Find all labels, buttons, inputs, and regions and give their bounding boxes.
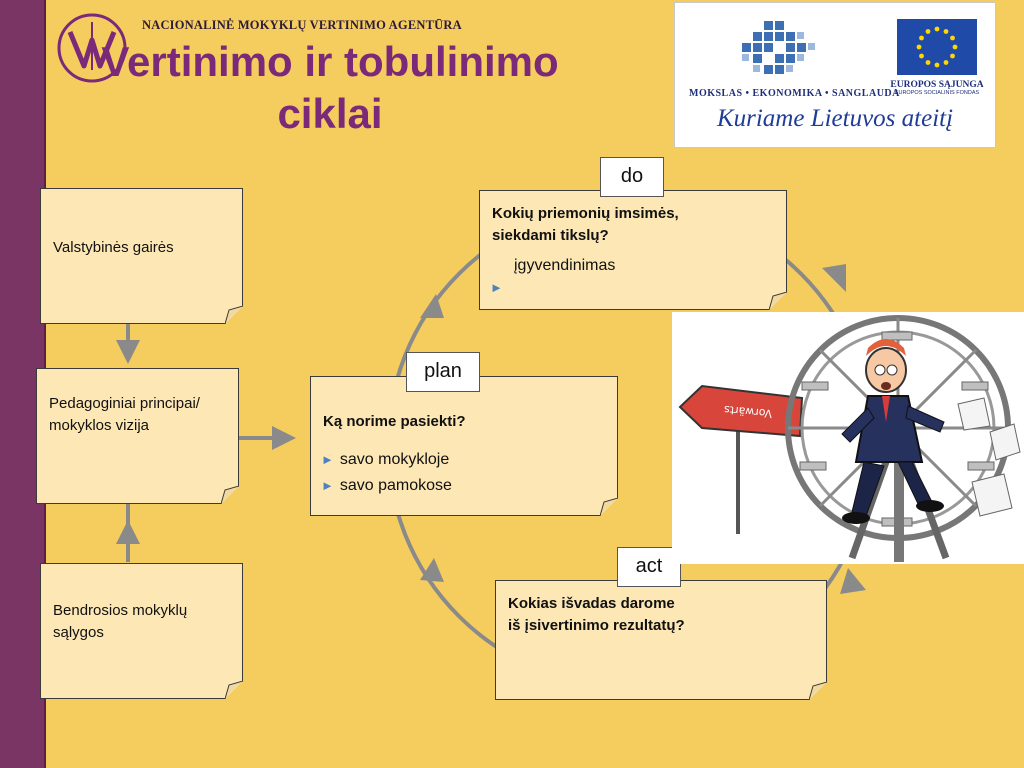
note-act: Kokias išvadas darome iš įsivertinimo re… <box>495 580 827 700</box>
label-act: act <box>617 547 681 587</box>
note-pedagogical-principles: Pedagoginiai principai/ mokyklos vizija <box>36 368 239 504</box>
agency-logo-icon <box>57 13 127 83</box>
cycle-arrow-top-left <box>420 294 444 318</box>
do-bullet-icon: ► <box>490 280 503 295</box>
page-fold-icon <box>221 486 239 504</box>
eu-flag-block: EUROPOS SĄJUNGA EUROPOS SOCIALINIS FONDA… <box>889 19 985 96</box>
sign-text: Vorwärts <box>723 403 772 420</box>
eu-sub-label: EUROPOS SOCIALINIS FONDAS <box>894 90 980 96</box>
do-question-line-1: Kokių priemonių imsimės, <box>492 205 679 222</box>
hamster-wheel-cartoon: Vorwärts <box>672 312 1024 564</box>
note-do: Kokių priemonių imsimės, siekdami tikslų… <box>479 190 787 310</box>
eu-label: EUROPOS SĄJUNGA <box>890 80 984 90</box>
esf-left-logo: MOKSLAS • EKONOMIKA • SANGLAUDA <box>689 19 900 99</box>
cycle-arrow-right <box>840 568 866 594</box>
esf-banner: MOKSLAS • EKONOMIKA • SANGLAUDA EUROPOS … <box>674 2 996 148</box>
esf-caption: MOKSLAS • EKONOMIKA • SANGLAUDA <box>689 88 900 99</box>
page-title: Vertinimo ir tobulinimo ciklai <box>60 36 600 140</box>
plan-question: Ką norime pasiekti? <box>323 413 466 430</box>
title-line-2: ciklai <box>277 90 383 137</box>
do-question-line-2: siekdami tikslų? <box>492 227 609 244</box>
esf-slogan: Kuriame Lietuvos ateitį <box>716 105 954 132</box>
do-question: Kokių priemonių imsimės, siekdami tikslų… <box>492 203 772 247</box>
page-fold-icon <box>225 306 243 324</box>
note-pedagogical-principles-text: Pedagoginiai principai/ mokyklos vizija <box>49 395 200 434</box>
page-fold-icon <box>225 681 243 699</box>
act-question-line-2: iš įsivertinimo rezultatų? <box>508 617 685 634</box>
page-fold-icon <box>809 682 827 700</box>
pixel-grid-logo-icon <box>742 21 815 74</box>
note-state-guidelines-text: Valstybinės gairės <box>53 239 174 256</box>
eu-flag-icon <box>897 19 977 75</box>
agency-name: NACIONALINĖ MOKYKLŲ VERTINIMO AGENTŪRA <box>142 18 462 32</box>
hamster-wheel-illustration-icon: Vorwärts <box>678 315 1021 562</box>
connector-bottom-arrow <box>116 520 140 544</box>
page-fold-icon <box>769 292 787 310</box>
bullet-triangle-icon: ► <box>321 478 334 493</box>
note-plan: Ką norime pasiekti? ► savo mokykloje ► sav… <box>310 376 618 516</box>
cycle-arrow-bottom-left <box>420 558 444 582</box>
plan-bullet-2: ► savo pamokose <box>321 475 452 497</box>
connector-to-plan-arrow <box>272 426 296 450</box>
connector-top-arrow <box>116 340 140 364</box>
plan-bullet-1: ► savo mokykloje <box>321 449 449 471</box>
act-question: Kokias išvadas darome iš įsivertinimo re… <box>508 593 812 637</box>
label-do: do <box>600 157 664 197</box>
label-plan: plan <box>406 352 480 392</box>
title-line-1: Vertinimo ir tobulinimo <box>101 38 559 85</box>
bullet-triangle-icon: ► <box>321 452 334 467</box>
note-general-conditions: Bendrosios mokyklų sąlygos <box>40 563 243 699</box>
do-sub-text: įgyvendinimas <box>514 257 616 274</box>
note-state-guidelines: Valstybinės gairės <box>40 188 243 324</box>
plan-bullet-1-text: savo mokykloje <box>339 451 450 468</box>
note-general-conditions-text: Bendrosios mokyklų sąlygos <box>53 602 188 641</box>
act-question-line-1: Kokias išvadas darome <box>508 595 675 612</box>
page-fold-icon <box>600 498 618 516</box>
plan-bullet-2-text: savo pamokose <box>339 477 452 494</box>
cycle-arrow-top-right <box>822 264 846 292</box>
